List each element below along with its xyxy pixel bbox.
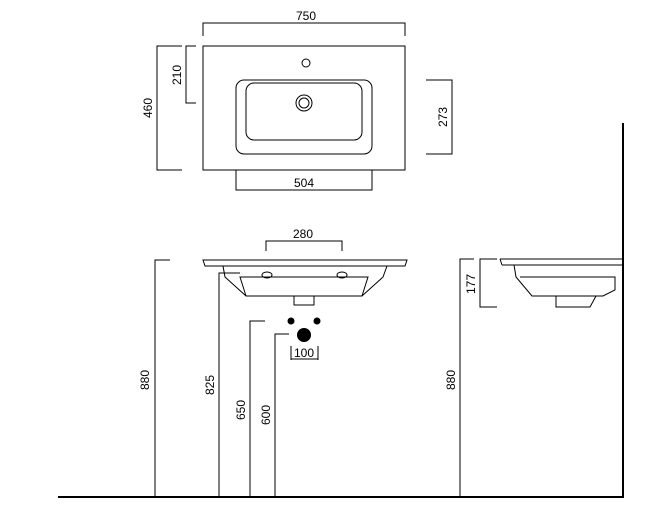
dim-825 — [218, 272, 240, 497]
dim-600-label: 600 — [259, 405, 273, 425]
basin-outline-top — [202, 45, 406, 171]
basin-slab-side — [499, 258, 622, 266]
drain-inner — [298, 97, 310, 109]
supply-hole-icon — [313, 317, 321, 325]
dim-460-label: 460 — [141, 98, 155, 118]
basin-slab-front — [202, 259, 408, 267]
dim-273 — [426, 79, 453, 155]
dim-100-label: 100 — [294, 346, 314, 360]
screw-icon — [261, 271, 273, 279]
dim-280-label: 280 — [293, 227, 313, 241]
dim-504 — [235, 170, 373, 191]
dim-880-front-label: 880 — [138, 370, 152, 390]
screw-icon — [336, 271, 348, 279]
basin-body-side — [513, 264, 616, 297]
bowl-outer — [235, 79, 373, 155]
front-view: 280 100 880 825 650 600 — [138, 227, 408, 497]
top-view: 750 460 210 273 504 — [141, 9, 453, 191]
dim-880-front — [154, 259, 170, 497]
dim-750 — [202, 22, 406, 36]
dim-177 — [479, 258, 497, 308]
dim-210-label: 210 — [170, 65, 184, 85]
supply-hole-icon — [287, 317, 295, 325]
dim-600 — [274, 333, 289, 497]
drain-pipe-icon — [297, 328, 311, 342]
basin-body-front — [222, 265, 388, 297]
dim-100 — [290, 346, 319, 360]
dim-273-label: 273 — [436, 107, 450, 127]
dim-650 — [249, 320, 265, 497]
dim-280 — [265, 240, 343, 251]
drain-outlet-side — [555, 295, 597, 308]
dim-750-label: 750 — [296, 9, 316, 23]
dim-177-label: 177 — [464, 274, 478, 294]
dim-880-side-label: 880 — [444, 370, 458, 390]
side-view: 177 880 — [444, 123, 624, 497]
dim-650-label: 650 — [234, 400, 248, 420]
drain-outlet — [293, 295, 315, 306]
drain-icon — [295, 94, 313, 112]
dim-825-label: 825 — [203, 375, 217, 395]
dim-880-side — [459, 258, 474, 497]
dim-504-label: 504 — [294, 176, 314, 190]
basin-body-inner — [239, 276, 369, 297]
bowl-inner — [245, 82, 363, 141]
dim-210 — [185, 45, 196, 104]
tap-hole-icon — [301, 58, 311, 68]
dim-460 — [156, 45, 182, 171]
